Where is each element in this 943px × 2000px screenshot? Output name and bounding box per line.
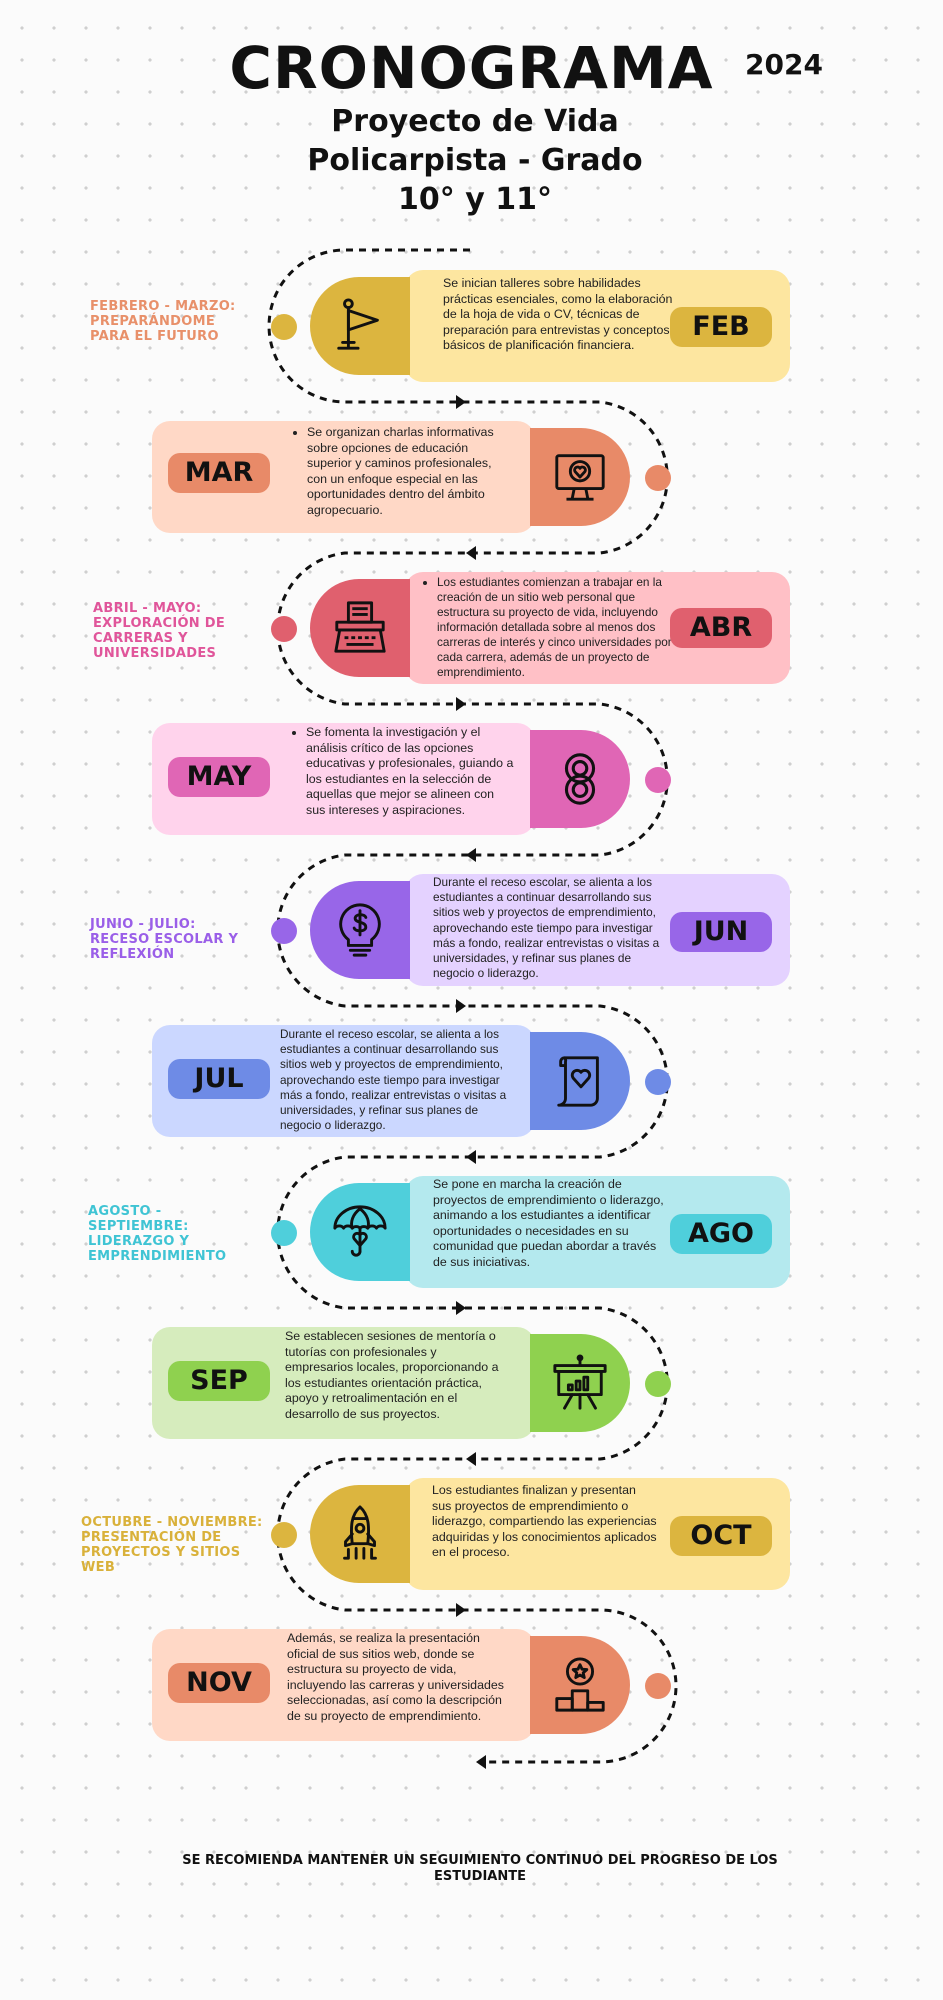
timeline-dot	[645, 1673, 671, 1699]
rocket-icon	[343, 1505, 377, 1560]
month-card-may: MAY Se fomenta la investigación y el aná…	[152, 723, 535, 835]
timeline-dot	[645, 1069, 671, 1095]
month-icon-tab	[310, 579, 410, 677]
month-icon-tab	[530, 1032, 630, 1130]
month-card-oct: Los estudiantes finalizan y presentan su…	[405, 1478, 790, 1590]
arrow-right-icon	[456, 999, 466, 1013]
month-icon-tab	[310, 881, 410, 979]
podium-star-icon	[555, 1657, 605, 1712]
month-badge: OCT	[670, 1516, 772, 1556]
month-icon-tab	[310, 277, 410, 375]
phase-label: JUNIO - JULIO: RECESO ESCOLAR Y REFLEXIÓ…	[90, 917, 239, 962]
page-title: CRONOGRAMA	[229, 34, 714, 102]
page-subtitle: Proyecto de Vida Policarpista - Grado 10…	[307, 104, 643, 217]
month-card-mar: MAR Se organizan charlas informativas so…	[152, 421, 535, 533]
timeline-dot	[271, 314, 297, 340]
month-description: Se organizan charlas informativas sobre …	[307, 425, 494, 517]
arrow-right-icon	[456, 1301, 466, 1315]
month-card-sep: SEP Se establecen sesiones de mentoría o…	[152, 1327, 535, 1439]
arrow-right-icon	[456, 395, 466, 409]
month-icon-tab	[530, 730, 630, 828]
month-description: Se fomenta la investigación y el análisi…	[306, 725, 514, 817]
timeline-dot	[645, 465, 671, 491]
timeline-dot	[271, 1220, 297, 1246]
month-card-ago: Se pone en marcha la creación de proyect…	[405, 1176, 790, 1288]
umbrella-heart-icon	[333, 1205, 387, 1257]
month-description: Además, se realiza la presentación ofici…	[287, 1631, 504, 1723]
links-icon	[564, 753, 596, 805]
month-badge: MAR	[168, 453, 270, 493]
month-badge: ABR	[670, 608, 772, 648]
phase-label: ABRIL - MAYO: EXPLORACIÓN DE CARRERAS Y …	[93, 601, 226, 661]
timeline-dot	[271, 1522, 297, 1548]
month-badge: JUN	[670, 912, 772, 952]
arrow-left-icon	[466, 848, 476, 862]
month-icon-tab	[310, 1183, 410, 1281]
month-icon-tab	[530, 1334, 630, 1432]
month-icon-tab	[530, 1636, 630, 1734]
month-badge: AGO	[670, 1214, 772, 1254]
arrow-left-icon	[466, 546, 476, 560]
month-description: Los estudiantes comienzan a trabajar en …	[437, 575, 672, 679]
month-badge: SEP	[168, 1361, 270, 1401]
month-badge: MAY	[168, 757, 270, 797]
month-description: Se establecen sesiones de mentoría o tut…	[285, 1329, 499, 1421]
presentation-chart-icon	[553, 1354, 607, 1410]
scroll-heart-icon	[557, 1056, 599, 1107]
timeline-dot	[271, 616, 297, 642]
arrow-left-icon	[476, 1755, 486, 1769]
footer-note: SE RECOMIENDA MANTENER UN SEGUIMIENTO CO…	[182, 1853, 778, 1884]
arrow-left-icon	[466, 1452, 476, 1466]
month-card-jun: Durante el receso escolar, se alienta a …	[405, 874, 790, 986]
arrow-left-icon	[466, 1150, 476, 1164]
monitor-heart-icon	[555, 454, 605, 501]
month-card-abr: Los estudiantes comienzan a trabajar en …	[405, 572, 790, 684]
phase-label: AGOSTO - SEPTIEMBRE: LIDERAZGO Y EMPREND…	[88, 1204, 227, 1264]
phase-label: FEBRERO - MARZO: PREPARÁNDOME PARA EL FU…	[90, 299, 236, 344]
idea-money-icon	[339, 903, 381, 957]
arrow-right-icon	[456, 697, 466, 711]
month-icon-tab	[310, 1485, 410, 1583]
arrow-right-icon	[456, 1603, 466, 1617]
timeline-dot	[271, 918, 297, 944]
flag-icon	[337, 298, 379, 350]
year-label: 2024	[745, 48, 823, 81]
timeline-dot	[645, 767, 671, 793]
month-badge: JUL	[168, 1059, 270, 1099]
timeline-dot	[645, 1371, 671, 1397]
month-badge: NOV	[168, 1663, 270, 1703]
phase-label: OCTUBRE - NOVIEMBRE: PRESENTACIÓN DE PRO…	[81, 1515, 263, 1575]
month-card-feb: Se inician talleres sobre habilidades pr…	[405, 270, 790, 382]
month-icon-tab	[530, 428, 630, 526]
month-description: Se inician talleres sobre habilidades pr…	[443, 276, 673, 353]
month-description: Durante el receso escolar, se alienta a …	[433, 875, 660, 981]
typewriter-icon	[334, 601, 386, 653]
month-badge: FEB	[670, 307, 772, 347]
month-card-nov: NOV Además, se realiza la presentación o…	[152, 1629, 535, 1741]
month-description: Durante el receso escolar, se alienta a …	[280, 1027, 507, 1133]
month-description: Los estudiantes finalizan y presentan su…	[432, 1483, 657, 1560]
month-card-jul: JUL Durante el receso escolar, se alient…	[152, 1025, 535, 1137]
header: CRONOGRAMA 2024	[0, 34, 943, 102]
month-description: Se pone en marcha la creación de proyect…	[433, 1177, 664, 1269]
